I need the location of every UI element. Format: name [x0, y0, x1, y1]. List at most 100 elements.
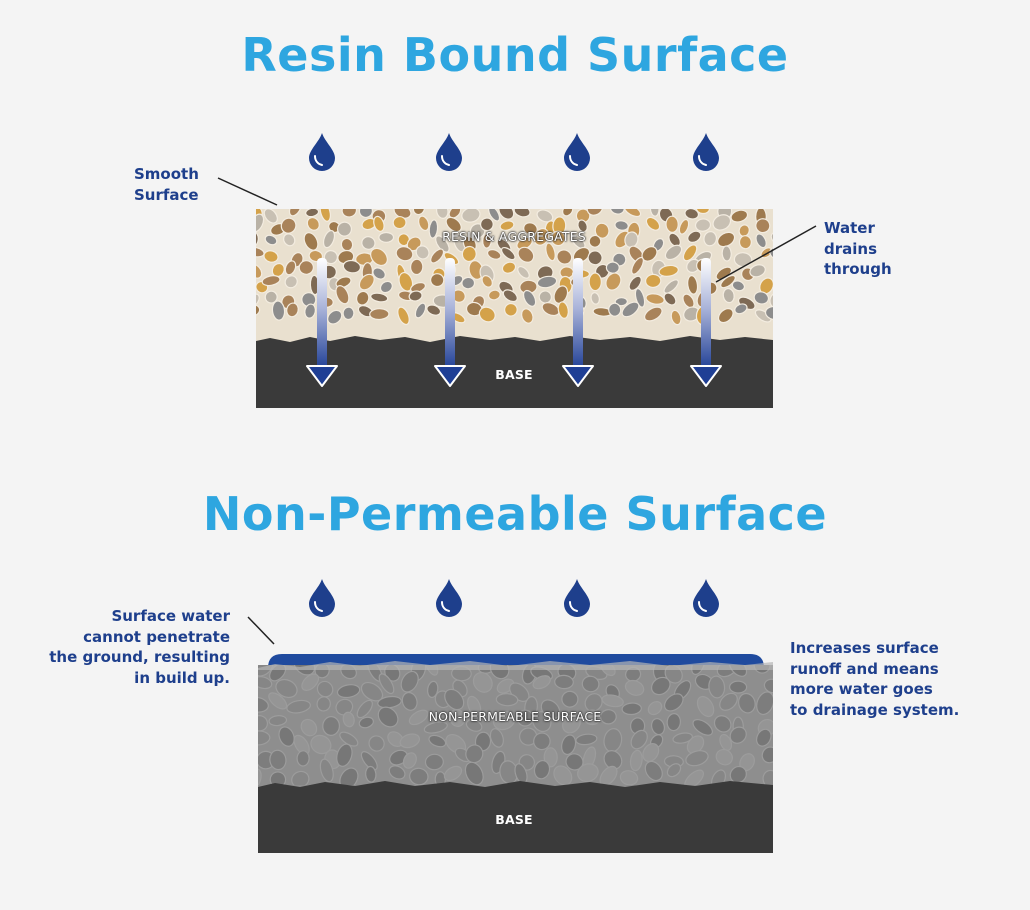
aggregate-stone: [624, 231, 639, 249]
aggregate-stone: [482, 232, 492, 249]
aggregate-stone: [678, 218, 690, 235]
aggregate-stone: [749, 264, 766, 278]
aggregate-stone: [378, 231, 395, 243]
aggregate-stone: [755, 233, 767, 249]
aggregate-stone: [666, 763, 682, 778]
aggregate-stone: [319, 209, 331, 222]
aggregate-stone: [322, 716, 341, 736]
aggregate-stone: [730, 209, 749, 223]
aggregate-stone: [368, 735, 385, 752]
aggregate-stone: [761, 746, 773, 764]
aggregate-stone: [664, 244, 683, 261]
aggregate-stone: [342, 306, 355, 321]
resin-section: [217, 133, 817, 408]
aggregate-stone: [561, 690, 579, 708]
aggregate-stone: [361, 236, 376, 250]
aggregate-stone: [370, 292, 389, 303]
aggregate-stone: [719, 692, 738, 711]
aggregate-stone: [256, 230, 259, 248]
aggregate-stone: [682, 244, 698, 262]
aggregate-stone: [373, 215, 385, 232]
aggregate-stone: [586, 209, 604, 216]
resin-bound-title: Resin Bound Surface: [241, 28, 789, 82]
raindrops-bottom: [309, 579, 719, 617]
water-drop-icon: [693, 133, 719, 171]
aggregate-stone: [493, 711, 516, 731]
aggregate-stone: [713, 715, 732, 733]
aggregate-stone: [398, 271, 414, 292]
aggregate-stone: [517, 265, 530, 279]
aggregate-stone: [319, 758, 334, 783]
aggregate-stone: [305, 209, 320, 218]
aggregate-stone: [488, 209, 501, 222]
aggregate-stone: [464, 761, 484, 785]
aggregate-stone: [773, 274, 794, 295]
aggregate-stone: [256, 263, 263, 279]
aggregate-stone: [532, 711, 552, 733]
aggregate-stone: [554, 674, 574, 690]
aggregate-stone: [695, 209, 710, 215]
aggregate-stone: [397, 233, 411, 247]
aggregate-stone: [562, 714, 581, 734]
aggregate-stone: [581, 675, 600, 693]
resin-base-layer: [256, 336, 773, 408]
aggregate-stone: [645, 273, 662, 289]
aggregate-stone: [327, 309, 343, 325]
aggregate-stone: [645, 216, 661, 231]
aggregate-stone: [557, 301, 569, 319]
note-smooth-surface: Smooth Surface: [134, 165, 199, 204]
water-drop-icon: [436, 579, 462, 617]
aggregate-stone: [684, 209, 700, 220]
raindrops-top: [309, 133, 719, 171]
aggregate-stone: [286, 302, 299, 318]
nonperm-section: [247, 579, 773, 853]
aggregate-stone: [770, 232, 773, 245]
aggregate-stone: [536, 275, 558, 289]
aggregate-stone: [584, 693, 603, 712]
aggregate-stone: [316, 696, 331, 712]
aggregate-stone: [263, 250, 279, 263]
aggregate-stone: [774, 222, 788, 235]
aggregate-stone: [764, 305, 773, 321]
aggregate-stone: [772, 258, 783, 274]
note-runoff: Increases surface runoff and means more …: [790, 639, 960, 719]
aggregate-stone: [256, 304, 261, 317]
down-arrow-icon: [306, 258, 338, 387]
aggregate-stone: [721, 245, 732, 262]
aggregate-stone: [498, 209, 515, 220]
aggregate-stone: [720, 274, 736, 289]
aggregate-stone: [628, 275, 642, 291]
aggregate-stone: [283, 233, 296, 247]
aggregate-stone: [356, 699, 373, 719]
aggregate-stone: [629, 749, 643, 772]
label-resin-base: BASE: [495, 367, 533, 382]
non-permeable-title: Non-Permeable Surface: [202, 487, 828, 541]
aggregate-stone: [415, 245, 430, 260]
aggregate-stone: [522, 289, 537, 307]
aggregate-stone: [418, 215, 430, 232]
aggregate-stone: [372, 267, 386, 280]
aggregate-stone: [335, 276, 352, 289]
aggregate-stone: [715, 748, 733, 766]
aggregate-stone: [296, 750, 310, 767]
aggregate-stone: [561, 734, 577, 756]
aggregate-stone: [424, 753, 444, 771]
down-arrow-icon: [562, 258, 594, 387]
aggregate-stone: [365, 765, 377, 783]
aggregate-stone: [532, 675, 551, 690]
aggregate-stone: [423, 721, 448, 734]
aggregate-stone: [605, 272, 622, 291]
aggregate-stone: [644, 760, 663, 782]
aggregate-stone: [336, 221, 353, 237]
aggregate-stone: [722, 287, 735, 304]
aggregate-stone: [310, 734, 332, 755]
aggregate-stone: [614, 297, 628, 307]
aggregate-stone: [521, 308, 534, 324]
aggregate-stone: [729, 726, 747, 744]
aggregate-stone: [712, 214, 732, 231]
aggregate-stone: [342, 259, 362, 274]
aggregate-stone: [258, 696, 269, 713]
water-drop-icon: [309, 579, 335, 617]
aggregate-stone: [378, 673, 395, 695]
aggregate-stone: [360, 751, 378, 771]
